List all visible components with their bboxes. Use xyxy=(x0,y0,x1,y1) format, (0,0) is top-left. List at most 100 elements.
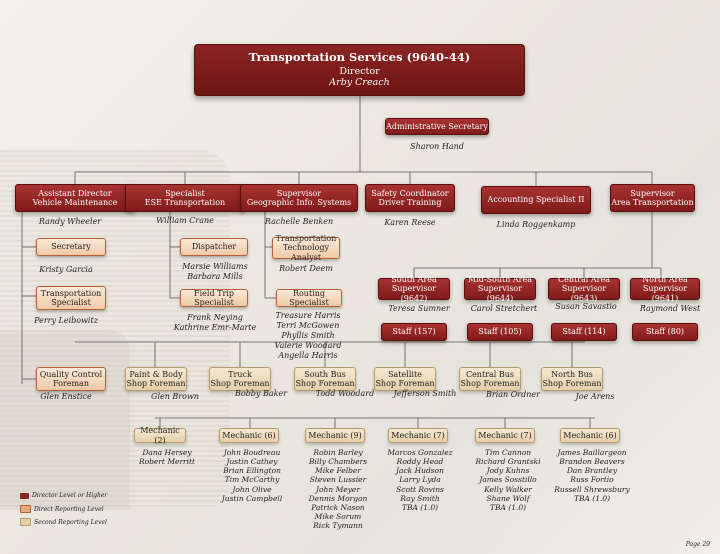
north-area-supervisor-box[interactable]: North Area Supervisor (9641) xyxy=(630,275,700,303)
specialist-ese-name: William Crane xyxy=(156,216,214,225)
mechanic-south-bus-title: Mechanic (9) xyxy=(308,430,362,440)
legend-second-reporting: Second Reporting Level xyxy=(20,518,107,526)
mechanic-paint-body-title: Mechanic (2) xyxy=(140,426,180,445)
admin-secretary-box[interactable]: Administrative Secretary xyxy=(385,118,489,135)
supervisor-gis-name: Rachelle Benken xyxy=(264,217,334,226)
mechanic-truck-box[interactable]: Mechanic (6) xyxy=(219,428,279,443)
central-area-staff-box[interactable]: Staff (114) xyxy=(551,323,617,341)
north-area-staff-box[interactable]: Staff (80) xyxy=(632,323,698,341)
mechanic-north-bus-box[interactable]: Mechanic (6) xyxy=(560,428,620,443)
transportation-specialist-title: Transportation Specialist xyxy=(40,288,102,307)
north-area-supervisor-title: North Area Supervisor (9641) xyxy=(642,275,688,303)
south-area-supervisor-box[interactable]: South Area Supervisor (9642) xyxy=(378,275,450,303)
north-area-supervisor-name: Raymond West xyxy=(639,304,701,313)
south-area-staff-box[interactable]: Staff (157) xyxy=(381,323,447,341)
director-box[interactable]: Transportation Services (9640-44) Direct… xyxy=(194,44,525,96)
assistant-director-title: Assistant Director Vehicle Maintenance xyxy=(32,188,118,207)
legend-label-director: Director Level or Higher xyxy=(32,492,108,499)
accounting-specialist-box[interactable]: Accounting Specialist II xyxy=(481,186,591,214)
legend-direct-reporting: Direct Reporting Level xyxy=(20,505,104,513)
legend-director-level: Director Level or Higher xyxy=(20,492,107,499)
north-bus-foreman-name: Joe Arens xyxy=(575,392,615,401)
south-bus-foreman-title: South Bus Shop Foreman xyxy=(295,369,355,388)
routing-specialist-names: Treasure Harris Terri McGowen Phyllis Sm… xyxy=(274,311,342,360)
supervisor-gis-box[interactable]: Supervisor Geographic Info. Systems xyxy=(240,184,358,212)
supervisor-area-box[interactable]: Supervisor Area Transportation xyxy=(610,184,695,212)
technology-analyst-name: Robert Deem xyxy=(279,264,333,273)
mechanic-north-bus-names: James Baillargeon Brandon Beavers Dan Br… xyxy=(554,448,630,503)
director-department: Transportation Services (9640-44) xyxy=(248,50,471,65)
north-bus-foreman-title: North Bus Shop Foreman xyxy=(542,369,602,388)
mid-south-area-staff-label: Staff (105) xyxy=(478,327,522,337)
accounting-specialist-name: Linda Roggenkamp xyxy=(496,220,576,229)
paint-body-foreman-box[interactable]: Paint & Body Shop Foreman xyxy=(125,367,187,391)
transportation-specialist-box[interactable]: Transportation Specialist xyxy=(36,286,106,310)
central-area-supervisor-name: Susan Savastio xyxy=(555,302,617,311)
mechanic-south-bus-box[interactable]: Mechanic (9) xyxy=(305,428,365,443)
mid-south-area-supervisor-box[interactable]: Mid-South Area Supervisor (9644) xyxy=(464,275,536,303)
central-bus-foreman-box[interactable]: Central Bus Shop Foreman xyxy=(459,367,521,391)
supervisor-area-title: Supervisor Area Transportation xyxy=(611,188,694,207)
south-bus-foreman-box[interactable]: South Bus Shop Foreman xyxy=(294,367,356,391)
field-trip-specialist-title: Field Trip Specialist xyxy=(194,288,234,307)
page-number: Page 29 xyxy=(685,541,710,548)
safety-coordinator-title: Safety Coordinator Driver Training xyxy=(371,188,449,207)
routing-specialist-box[interactable]: Routing Specialist xyxy=(276,289,342,307)
technology-analyst-title: Transportation Technology Analyst xyxy=(275,234,337,262)
satellite-foreman-name: Jefferson Smith xyxy=(393,389,457,398)
legend-swatch-direct xyxy=(20,505,31,513)
safety-coordinator-name: Karen Reese xyxy=(384,218,436,227)
dispatcher-names: Marsie Williams Barbara Mills xyxy=(182,262,248,281)
transportation-specialist-name: Perry Leibowitz xyxy=(34,316,98,325)
mechanic-truck-names: John Boudreau Justin Cathey Brian Elling… xyxy=(221,448,283,503)
legend-swatch-director xyxy=(20,492,29,499)
admin-secretary-name: Sharon Hand xyxy=(410,142,464,151)
technology-analyst-box[interactable]: Transportation Technology Analyst xyxy=(272,234,340,262)
truck-foreman-box[interactable]: Truck Shop Foreman xyxy=(209,367,271,391)
paint-body-foreman-name: Glen Brown xyxy=(151,392,199,401)
mechanic-central-bus-title: Mechanic (7) xyxy=(478,430,532,440)
director-role: Director xyxy=(339,65,380,77)
admin-secretary-title: Administrative Secretary xyxy=(386,121,488,131)
quality-control-name: Glen Enstice xyxy=(40,392,92,401)
central-bus-foreman-name: Brian Ordner xyxy=(486,390,540,399)
mechanic-central-bus-box[interactable]: Mechanic (7) xyxy=(475,428,535,443)
central-area-supervisor-box[interactable]: Central Area Supervisor (9643) xyxy=(548,275,620,303)
safety-coordinator-box[interactable]: Safety Coordinator Driver Training xyxy=(365,184,455,212)
supervisor-gis-title: Supervisor Geographic Info. Systems xyxy=(246,188,352,207)
quality-control-box[interactable]: Quality Control Foreman xyxy=(36,367,106,391)
secretary-box[interactable]: Secretary xyxy=(36,238,106,256)
south-area-staff-label: Staff (157) xyxy=(392,327,436,337)
legend-label-direct: Direct Reporting Level xyxy=(34,505,104,513)
satellite-foreman-box[interactable]: Satellite Shop Foreman xyxy=(374,367,436,391)
specialist-ese-box[interactable]: Specialist ESE Transportation xyxy=(125,184,245,212)
field-trip-specialist-names: Frank Neying Kathrine Emr-Marte xyxy=(173,313,257,332)
legend-label-second: Second Reporting Level xyxy=(34,518,107,526)
north-area-staff-label: Staff (80) xyxy=(645,327,685,337)
director-name: Arby Creach xyxy=(329,76,390,88)
dispatcher-box[interactable]: Dispatcher xyxy=(180,238,248,256)
accounting-specialist-title: Accounting Specialist II xyxy=(487,195,585,205)
assistant-director-box[interactable]: Assistant Director Vehicle Maintenance xyxy=(15,184,135,212)
legend-swatch-second xyxy=(20,518,31,526)
field-trip-specialist-box[interactable]: Field Trip Specialist xyxy=(180,289,248,307)
central-bus-foreman-title: Central Bus Shop Foreman xyxy=(460,369,520,388)
mechanic-satellite-box[interactable]: Mechanic (7) xyxy=(388,428,448,443)
north-bus-foreman-box[interactable]: North Bus Shop Foreman xyxy=(541,367,603,391)
quality-control-title: Quality Control Foreman xyxy=(39,369,103,388)
truck-foreman-title: Truck Shop Foreman xyxy=(210,369,270,388)
mid-south-area-staff-box[interactable]: Staff (105) xyxy=(467,323,533,341)
mechanic-paint-body-box[interactable]: Mechanic (2) xyxy=(134,426,186,445)
central-area-supervisor-title: Central Area Supervisor (9643) xyxy=(557,275,611,303)
mechanic-truck-title: Mechanic (6) xyxy=(222,430,276,440)
mechanic-paint-body-names: Dana Hersey Robert Merritt xyxy=(138,448,196,467)
mid-south-area-supervisor-name: Carol Stretchert xyxy=(470,304,538,313)
mechanic-central-bus-names: Tim Cannon Richard Grantski Jody Kuhns J… xyxy=(475,448,541,512)
south-bus-foreman-name: Todd Woodard xyxy=(315,389,375,398)
routing-specialist-title: Routing Specialist xyxy=(289,288,329,307)
paint-body-foreman-title: Paint & Body Shop Foreman xyxy=(126,369,186,388)
south-area-supervisor-name: Teresa Sumner xyxy=(388,304,450,313)
assistant-director-name: Randy Wheeler xyxy=(38,217,102,226)
mechanic-satellite-names: Marcos Gonzalez Roddy Head Jack Hudson L… xyxy=(387,448,453,512)
truck-foreman-name: Bobby Baker xyxy=(234,389,288,398)
